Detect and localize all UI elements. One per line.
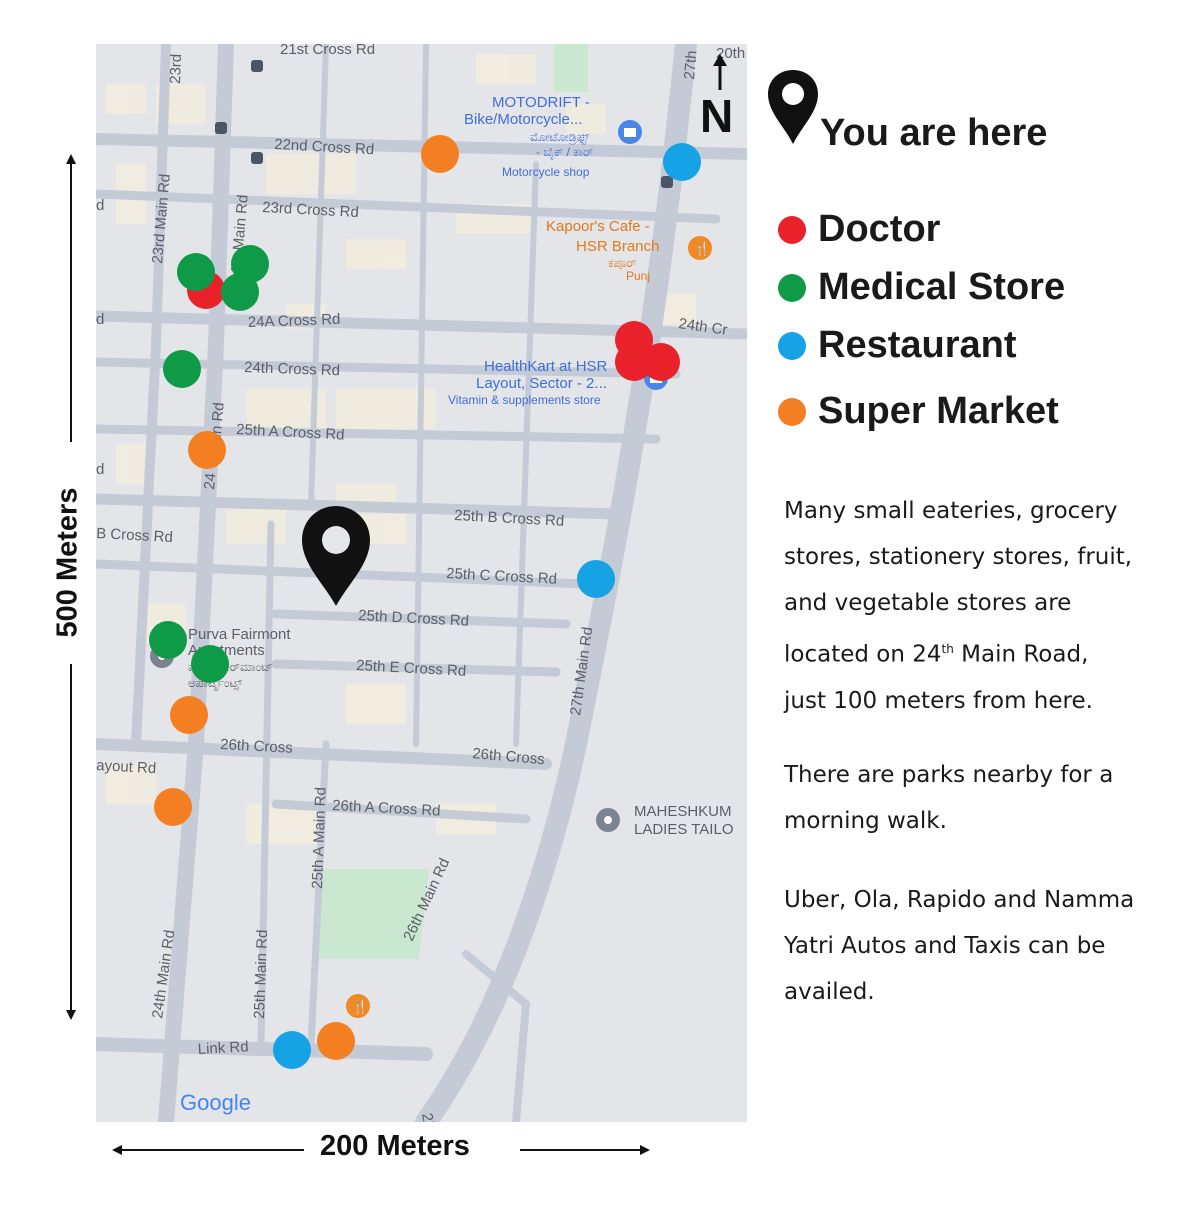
you-are-here-pin-icon: [302, 506, 370, 606]
street-label: 22nd Cross Rd: [274, 136, 375, 158]
street-label: 24th Cr: [677, 315, 728, 339]
motorcycle-shop-icon[interactable]: [618, 120, 642, 144]
poi-label: ಕಪೂರ್: [608, 256, 637, 270]
street-label: d: [96, 197, 104, 214]
super-market-dot-icon: [778, 397, 806, 426]
legend-label: Restaurant: [818, 324, 1017, 366]
restaurant-marker[interactable]: [577, 560, 615, 598]
street-label: 24A Cross Rd: [248, 311, 341, 331]
medical-store-marker[interactable]: [221, 273, 259, 311]
info-line: located on 24th Main Road,: [784, 641, 1089, 668]
info-line: just 100 meters from here.: [784, 687, 1093, 714]
info-paragraph-transport: Uber, Ola, Rapido and Namma Yatri Autos …: [784, 877, 1164, 1015]
tailor-pin-icon[interactable]: [596, 808, 620, 832]
you-are-here-label: You are here: [820, 112, 1048, 154]
svg-text:🍴: 🍴: [694, 241, 710, 257]
street-label: 25th E Cross Rd: [356, 657, 467, 680]
street-label: 25th D Cross Rd: [358, 607, 470, 630]
medical-store-marker[interactable]: [163, 350, 201, 388]
info-paragraph-shops: Many small eateries, grocery stores, sta…: [784, 488, 1164, 724]
legend-item-doctor: Doctor: [778, 208, 940, 251]
street-label: 25th A Main Rd: [309, 787, 330, 889]
restaurant-icon[interactable]: 🍴: [688, 236, 712, 260]
street-label: 25th C Cross Rd: [446, 565, 558, 588]
street-label: 25th Main Rd: [251, 929, 271, 1019]
restaurant-marker[interactable]: [273, 1031, 311, 1069]
street-label: 23rd: [167, 54, 185, 85]
legend-label: Doctor: [818, 208, 941, 250]
info-line: morning walk.: [784, 808, 947, 834]
street-label: 26th Cross: [472, 745, 546, 768]
info-line: and vegetable stores are: [784, 590, 1072, 616]
info-line: Yatri Autos and Taxis can be: [784, 933, 1106, 959]
street-label: 27th: [681, 50, 700, 81]
poi-label: Purva Fairmont: [188, 626, 291, 643]
street-label: 27th Ma: [418, 1112, 444, 1122]
poi-label: ಮೋಟೋಡ್ರಿಫ್ಟ್: [530, 130, 589, 144]
poi-label: Layout, Sector - 2...: [476, 375, 607, 392]
super-market-marker[interactable]: [170, 696, 208, 734]
poi-label: Vitamin & supplements store: [448, 393, 601, 407]
super-market-marker[interactable]: [188, 431, 226, 469]
street-label: 24: [201, 472, 219, 490]
medical-store-marker[interactable]: [177, 253, 215, 291]
legend-item-medical-store: Medical Store: [778, 266, 1065, 309]
street-label: d: [96, 461, 104, 478]
poi-label: LADIES TAILO: [634, 821, 734, 838]
doctor-marker[interactable]: [642, 343, 680, 381]
north-arrow-icon: N: [700, 54, 733, 142]
poi-label: MOTODRIFT -: [492, 94, 590, 111]
medical-store-dot-icon: [778, 273, 806, 302]
legend-label: Super Market: [818, 390, 1059, 432]
street-label: Link Rd: [197, 1038, 249, 1058]
restaurant-marker[interactable]: [663, 143, 701, 181]
street-label: 25th B Cross Rd: [454, 507, 565, 530]
poi-label: - ಬೈಕ್ / ಕಾರ್: [536, 145, 593, 160]
super-market-marker[interactable]: [421, 135, 459, 173]
street-label: 25th A Cross Rd: [236, 421, 345, 444]
poi-label: HealthKart at HSR: [484, 358, 608, 375]
poi-label: Punj: [626, 269, 650, 283]
restaurant-icon[interactable]: 🍴: [346, 994, 370, 1018]
street-label: 24th Cross Rd: [244, 359, 340, 379]
info-line: There are parks nearby for a: [784, 762, 1114, 788]
super-market-marker[interactable]: [154, 788, 192, 826]
street-label: 21st Cross Rd: [280, 44, 375, 58]
medical-store-marker[interactable]: [149, 621, 187, 659]
poi-label: Bike/Motorcycle...: [464, 111, 582, 128]
google-logo: Google: [180, 1090, 251, 1115]
street-label: d: [96, 311, 104, 328]
vertical-scale-label: 500 Meters: [51, 487, 84, 638]
map: 21st Cross Rd 22nd Cross Rd 23rd Cross R…: [96, 44, 747, 1122]
legend-item-super-market: Super Market: [778, 390, 1059, 433]
info-line: stores, stationery stores, fruit,: [784, 544, 1133, 570]
street-label: 20th: [716, 45, 745, 62]
street-label: 26th A Cross Rd: [332, 797, 441, 820]
poi-label: MAHESHKUM: [634, 803, 732, 820]
street-label: 23rd Cross Rd: [262, 199, 359, 221]
street-label: 26th Cross: [220, 736, 293, 757]
legend-label: Medical Store: [818, 266, 1066, 308]
info-line: Many small eateries, grocery: [784, 498, 1118, 524]
poi-label: Kapoor's Cafe -: [546, 218, 650, 235]
super-market-marker[interactable]: [317, 1022, 355, 1060]
info-line: availed.: [784, 979, 875, 1005]
doctor-dot-icon: [778, 215, 806, 244]
info-paragraph-parks: There are parks nearby for a morning wal…: [784, 752, 1164, 844]
info-line: Uber, Ola, Rapido and Namma: [784, 887, 1135, 913]
horizontal-scale-label: 200 Meters: [320, 1130, 470, 1162]
svg-text:N: N: [700, 90, 733, 142]
street-label: B Cross Rd: [96, 525, 173, 546]
legend-item-restaurant: Restaurant: [778, 324, 1017, 367]
poi-label: HSR Branch: [576, 238, 659, 255]
restaurant-dot-icon: [778, 331, 806, 360]
bus-stop-icon: [215, 60, 673, 188]
svg-text:🍴: 🍴: [352, 999, 368, 1015]
location-pin-icon: [768, 70, 818, 144]
poi-label: Motorcycle shop: [502, 165, 590, 179]
street-label: ayout Rd: [96, 757, 157, 777]
street-map: 21st Cross Rd 22nd Cross Rd 23rd Cross R…: [96, 44, 747, 1122]
medical-store-marker[interactable]: [191, 645, 229, 683]
